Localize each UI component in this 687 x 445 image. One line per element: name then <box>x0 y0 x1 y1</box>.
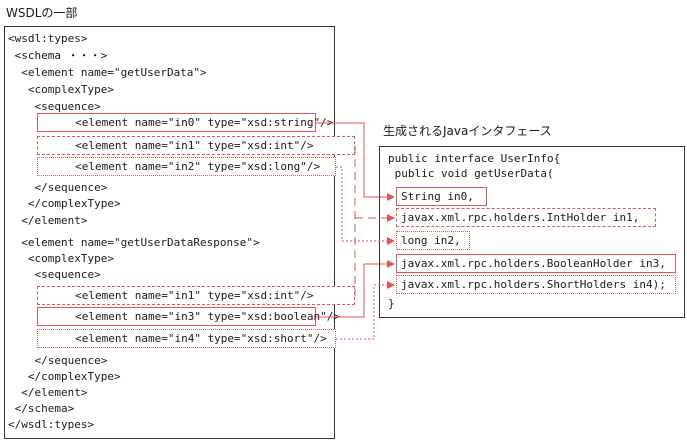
java-param-in1: javax.xml.rpc.holders.IntHolder in1, <box>396 208 656 227</box>
wsdl-element-in1-response: <element name="in1" type="xsd:int"/> <box>37 286 355 305</box>
wsdl-line: <complexType> <box>8 252 114 265</box>
wsdl-line: </element> <box>8 386 88 399</box>
wsdl-line: </complexType> <box>8 197 121 210</box>
wsdl-line: <element name="getUserData"> <box>8 66 207 79</box>
java-param-in3: javax.xml.rpc.holders.BooleanHolder in3, <box>396 254 676 273</box>
java-interface-title: 生成されるJavaインタフェース <box>383 124 552 138</box>
wsdl-line: <sequence> <box>8 100 101 113</box>
wsdl-line: </schema> <box>8 402 75 415</box>
wsdl-line: <complexType> <box>8 83 114 96</box>
wsdl-line: <schema ・・・> <box>8 49 108 62</box>
wsdl-element-in0: <element name="in0" type="xsd:string"/> <box>37 113 333 132</box>
java-line: } <box>388 297 395 310</box>
java-param-in4: javax.xml.rpc.holders.ShortHolders in4); <box>396 275 676 294</box>
wsdl-line: </element> <box>8 214 88 227</box>
wsdl-line: </sequence> <box>8 354 108 367</box>
java-line: public void getUserData( <box>388 167 554 180</box>
wsdl-line: </sequence> <box>8 181 108 194</box>
wsdl-panel <box>4 26 335 439</box>
wsdl-element-in3: <element name="in3" type="xsd:boolean"/> <box>37 307 340 326</box>
wsdl-element-in4: <element name="in4" type="xsd:short"/> <box>37 329 336 348</box>
java-param-in0: String in0, <box>396 187 487 206</box>
wsdl-title: WSDLの一部 <box>6 6 78 20</box>
wsdl-element-in1-request: <element name="in1" type="xsd:int"/> <box>37 136 355 155</box>
wsdl-line: <element name="getUserDataResponse"> <box>8 236 260 249</box>
wsdl-line: </wsdl:types> <box>8 418 95 431</box>
wsdl-line: <wsdl:types> <box>8 32 88 45</box>
java-line: public interface UserInfo{ <box>388 152 561 165</box>
java-param-in2: long in2, <box>396 231 470 250</box>
wsdl-line: <sequence> <box>8 268 101 281</box>
wsdl-line: </complexType> <box>8 370 121 383</box>
wsdl-element-in2: <element name="in2" type="xsd:long"/> <box>37 157 336 176</box>
